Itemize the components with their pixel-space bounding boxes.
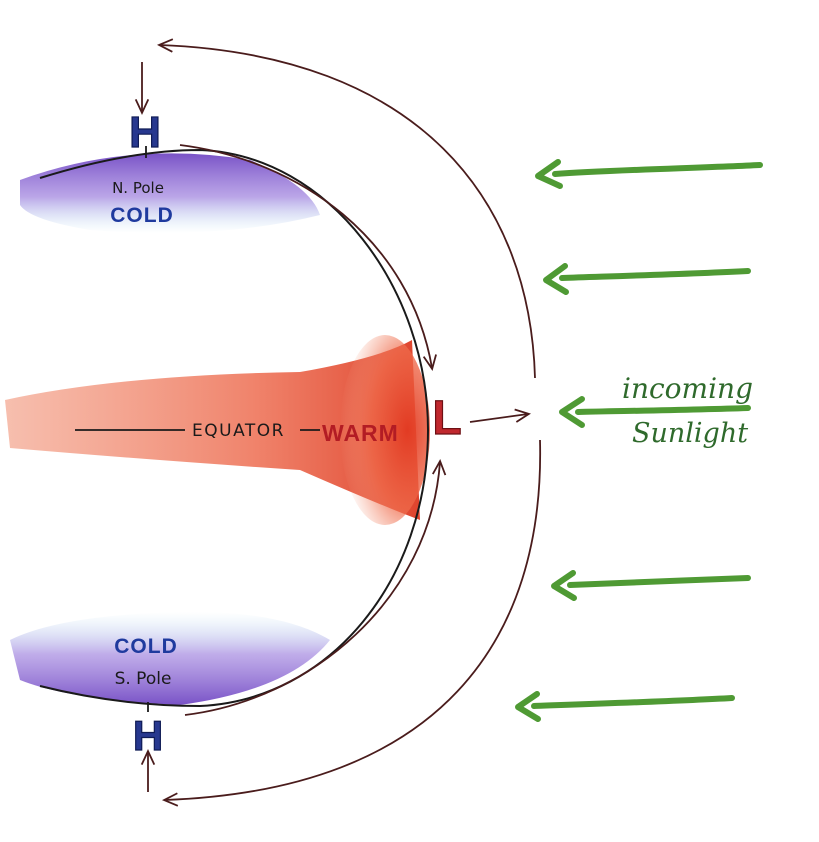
south-polar-shading [10,611,330,705]
warm-label: WARM [322,420,399,446]
left-arrow-icon [543,263,751,295]
left-arrow-icon [515,691,735,722]
sunlight-label-line2: Sunlight [632,418,748,449]
sunlight-label-line1: incoming [622,372,753,405]
south-high-label: H [133,712,163,759]
left-arrow-icon [535,159,763,189]
low-pressure-label: L [432,392,461,445]
left-arrow-icon [551,570,751,601]
south-surface-arrow [184,458,447,716]
south-aloft-arrow [161,439,541,807]
north-high-label: H [129,108,161,157]
north-polar-shading [20,153,320,233]
equator-label: EQUATOR [192,421,285,441]
left-arrow-icon [559,396,751,428]
rising-air-arrow [469,408,531,423]
north-pole-label: N. Pole [112,179,164,197]
south-pole-label: S. Pole [115,669,172,689]
north-surface-arrow [179,144,437,371]
north-aloft-arrow [156,38,536,379]
south-cold-label: COLD [114,635,178,658]
warm-equatorial-band [5,335,430,525]
earth-outline [39,148,430,708]
north-cold-label: COLD [110,204,174,227]
